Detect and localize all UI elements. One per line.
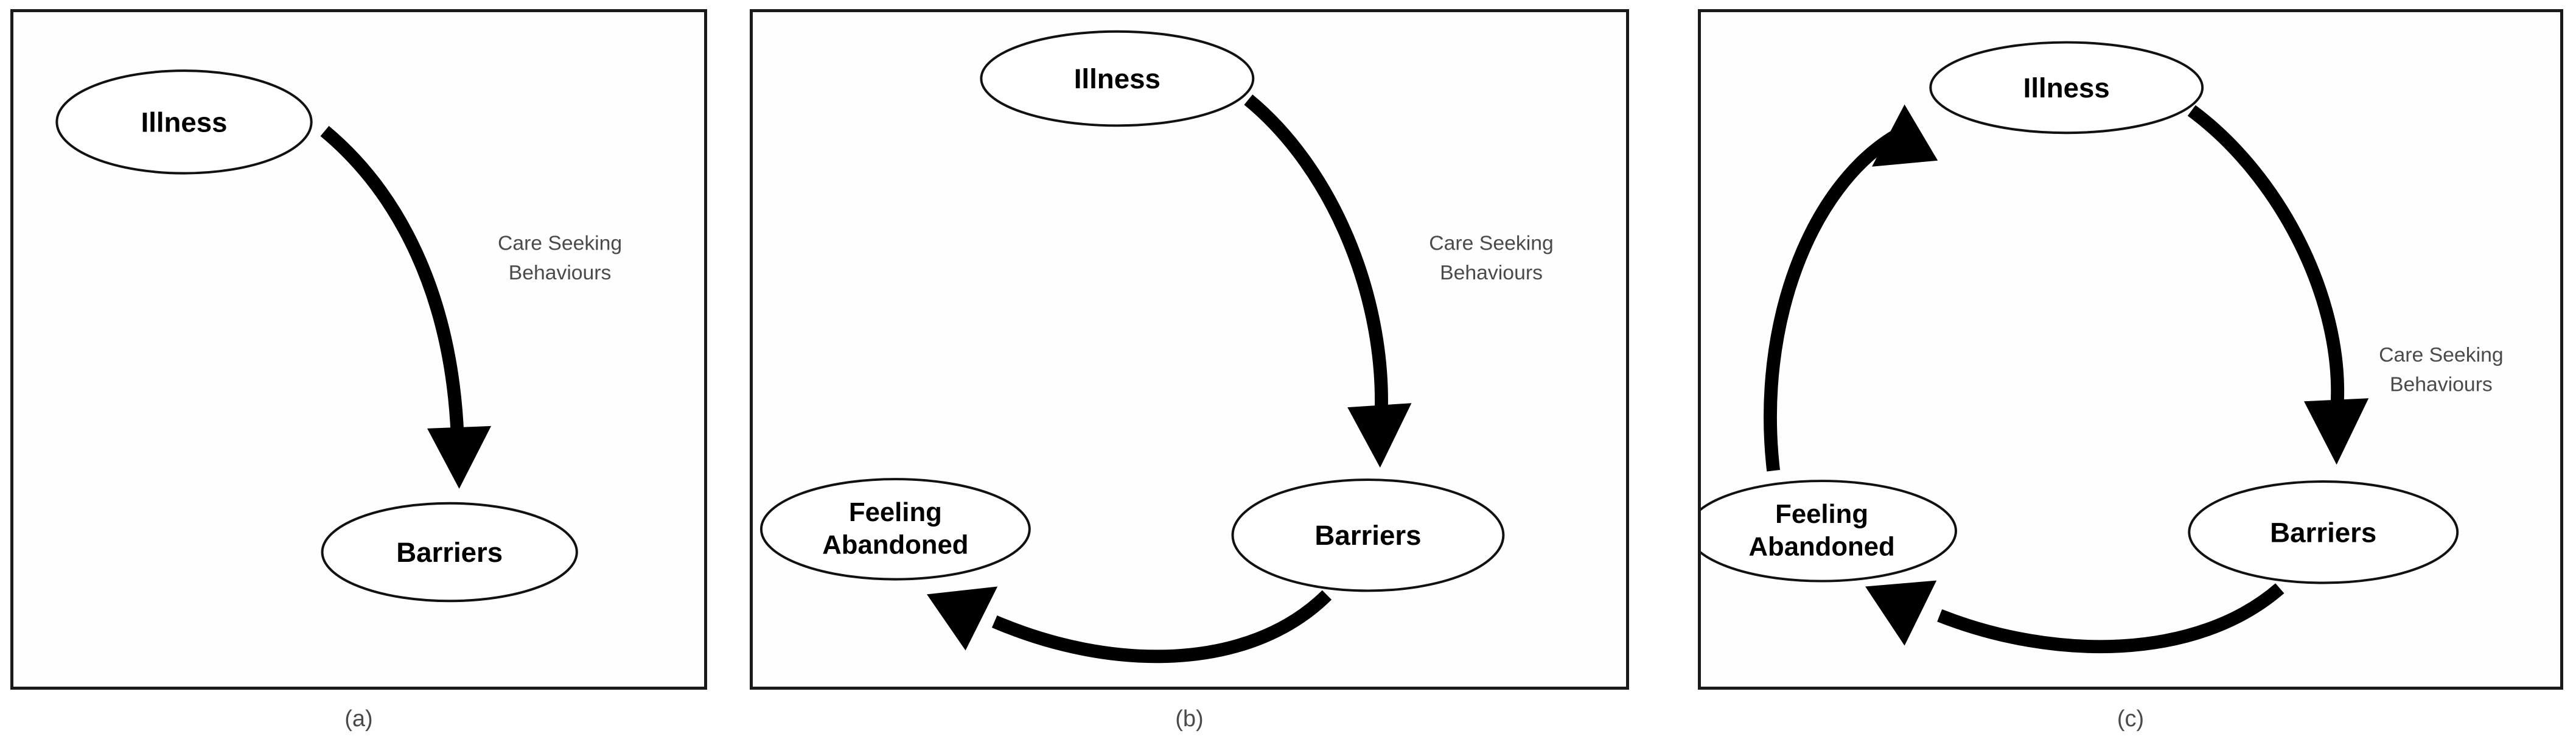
edge-illness-to-barriers bbox=[320, 125, 492, 489]
node-barriers[interactable]: Barriers bbox=[1231, 478, 1505, 592]
feeling-abandoned-label-line-1: Feeling bbox=[1775, 499, 1868, 529]
edge-label-line-2: Behaviours bbox=[509, 262, 612, 284]
panel-c-canvas: Illness Barriers Feeling Abandoned bbox=[1701, 41, 2504, 654]
node-illness[interactable]: Illness bbox=[1929, 41, 2204, 135]
edge-barriers-to-feeling-abandoned-arrowhead bbox=[927, 586, 998, 651]
panel-b: Illness Barriers Feeling Abandoned bbox=[750, 9, 1629, 690]
edge-label-care-seeking-behaviours: Care Seeking Behaviours bbox=[498, 232, 622, 284]
edge-label-line-1: Care Seeking bbox=[2379, 343, 2504, 366]
feeling-abandoned-ellipse bbox=[1701, 480, 1957, 583]
illness-label: Illness bbox=[1074, 63, 1161, 94]
edge-illness-to-barriers-path bbox=[1244, 94, 1388, 411]
barriers-ellipse bbox=[1231, 478, 1505, 592]
edge-illness-to-barriers-arrowhead bbox=[1347, 403, 1412, 468]
edge-barriers-to-feeling-abandoned bbox=[927, 586, 1332, 664]
edge-label-line-2: Behaviours bbox=[1440, 261, 1543, 284]
node-barriers[interactable]: Barriers bbox=[321, 502, 578, 603]
edge-feeling-abandoned-to-illness-path bbox=[1764, 130, 1899, 472]
panel-a: Illness Barriers Care Seeking Behaviours bbox=[10, 9, 707, 690]
edge-label-line-2: Behaviours bbox=[2390, 373, 2493, 396]
edge-barriers-to-feeling-abandoned-path bbox=[991, 590, 1332, 664]
edge-label-care-seeking-behaviours: Care Seeking Behaviours bbox=[2379, 343, 2504, 396]
node-illness[interactable]: Illness bbox=[55, 69, 313, 175]
panel-b-caption: (b) bbox=[1175, 706, 1204, 732]
edge-feeling-abandoned-to-illness-arrowhead bbox=[1872, 104, 1938, 167]
node-illness[interactable]: Illness bbox=[980, 30, 1255, 127]
feeling-abandoned-ellipse bbox=[759, 478, 1031, 581]
feeling-abandoned-label-line-1: Feeling bbox=[849, 497, 942, 527]
illness-ellipse bbox=[980, 30, 1255, 127]
illness-label: Illness bbox=[2023, 72, 2110, 103]
panel-a-caption: (a) bbox=[344, 706, 373, 732]
edge-illness-to-barriers-path bbox=[320, 125, 464, 435]
barriers-label: Barriers bbox=[2270, 517, 2376, 548]
edge-illness-to-barriers-path bbox=[2187, 105, 2345, 405]
edge-illness-to-barriers-arrowhead bbox=[2303, 398, 2369, 465]
node-barriers[interactable]: Barriers bbox=[2188, 480, 2459, 584]
barriers-label: Barriers bbox=[396, 537, 503, 568]
panel-b-canvas: Illness Barriers Feeling Abandoned bbox=[759, 30, 1554, 664]
edge-label-care-seeking-behaviours: Care Seeking Behaviours bbox=[1429, 231, 1554, 284]
feeling-abandoned-label-line-2: Abandoned bbox=[1749, 532, 1895, 562]
barriers-label: Barriers bbox=[1314, 520, 1421, 551]
illness-ellipse bbox=[1929, 41, 2204, 135]
panel-a-canvas: Illness Barriers Care Seeking Behaviours bbox=[55, 69, 622, 603]
edge-label-line-1: Care Seeking bbox=[498, 232, 622, 254]
node-feeling-abandoned[interactable]: Feeling Abandoned bbox=[759, 478, 1031, 581]
edge-barriers-to-feeling-abandoned-path bbox=[1937, 583, 2285, 654]
edge-illness-to-barriers-arrowhead bbox=[427, 426, 492, 489]
barriers-ellipse bbox=[2188, 480, 2459, 584]
panel-c: Illness Barriers Feeling Abandoned bbox=[1698, 9, 2563, 690]
edge-barriers-to-feeling-abandoned-arrowhead bbox=[1865, 580, 1937, 646]
barriers-ellipse bbox=[321, 502, 578, 603]
illness-ellipse bbox=[55, 69, 313, 175]
edge-barriers-to-feeling-abandoned bbox=[1865, 580, 2285, 654]
panel-c-caption: (c) bbox=[2117, 706, 2145, 732]
edge-label-line-1: Care Seeking bbox=[1429, 231, 1554, 254]
edge-illness-to-barriers bbox=[1244, 94, 1412, 468]
edge-illness-to-barriers bbox=[2187, 105, 2369, 465]
node-feeling-abandoned[interactable]: Feeling Abandoned bbox=[1701, 480, 1957, 583]
edge-feeling-abandoned-to-illness bbox=[1764, 104, 1938, 472]
feeling-abandoned-label-line-2: Abandoned bbox=[822, 530, 968, 560]
illness-label: Illness bbox=[141, 107, 228, 138]
